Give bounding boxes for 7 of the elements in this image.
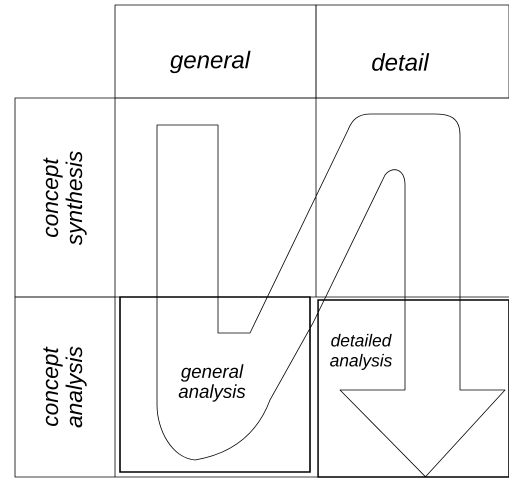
- column-header: detail: [316, 4, 509, 98]
- row-header: concept analysis: [14, 296, 116, 478]
- column-header: general: [114, 4, 316, 98]
- u-turn-arrow: [156, 114, 506, 478]
- analysis-box: general analysis: [119, 296, 311, 473]
- analysis-box: detailed analysis: [317, 299, 509, 478]
- row-header: concept synthesis: [14, 98, 116, 298]
